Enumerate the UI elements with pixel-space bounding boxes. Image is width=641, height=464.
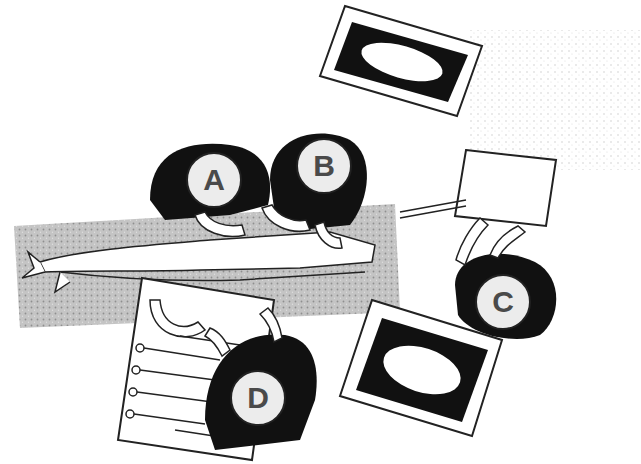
person-head: A [186,152,242,208]
person-letter: B [313,151,335,181]
person-letter: C [492,287,514,317]
person-head: B [296,138,352,194]
person-letter: A [203,165,225,195]
person-head: D [230,370,286,426]
person-head: C [475,274,531,330]
person-letter: D [247,383,269,413]
